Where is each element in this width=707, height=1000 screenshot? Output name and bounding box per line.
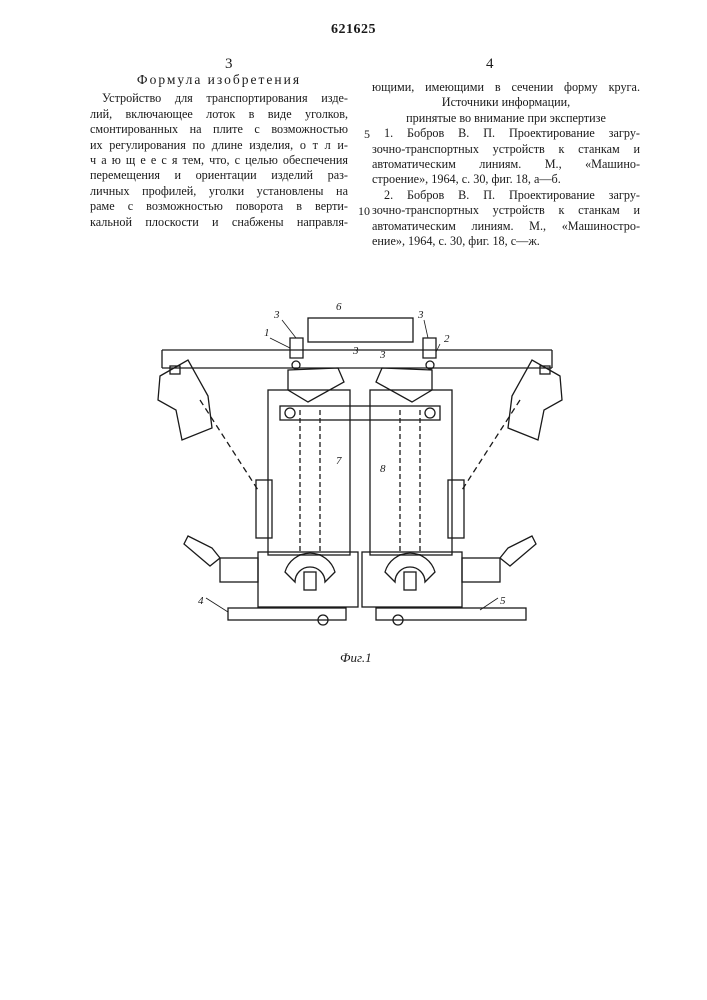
reference-line: 2. Бобров В. П. Проектирование загру- [372, 188, 640, 203]
claim-line: их регулирования по длине изделия, о т л… [90, 138, 348, 153]
column-number-right: 4 [486, 56, 494, 73]
sources-subheading: принятые во внимание при экспертизе [372, 111, 640, 126]
left-inner-tray [288, 368, 344, 402]
base-plate-5 [376, 608, 526, 620]
right-lever-handle [500, 536, 536, 566]
line-number-5: 5 [364, 127, 370, 142]
reference-line: зочно-транспортных устройств к станкам и [372, 203, 640, 218]
technical-drawing: 3 1 3 3 3 2 6 7 8 4 5 Фиг.1 [140, 290, 580, 675]
claim-line: раме с возможностью поворота в верти- [90, 199, 348, 214]
left-outer-tray [158, 360, 212, 440]
label-5: 5 [500, 595, 506, 607]
right-clamp [448, 480, 464, 538]
claim-line: смонтированных на плите с возможностью [90, 122, 348, 137]
column-number-left: 3 [225, 56, 233, 73]
connecting-plate [280, 406, 440, 420]
plate-pin-right [425, 408, 435, 418]
right-dial [385, 553, 435, 582]
reference-line: автоматическим линиям. М., «Машино- [372, 157, 640, 172]
patent-number: 621625 [0, 22, 707, 38]
sources-heading: Источники информации, [372, 95, 640, 110]
label-3-mid-right: 3 [379, 349, 386, 361]
left-column: Формула изобретения Устройство для транс… [90, 72, 348, 230]
label-7: 7 [336, 455, 342, 467]
leader-1 [270, 338, 290, 348]
claim-line: личных профилей, уголки установлены на [90, 184, 348, 199]
claim-line: кальной плоскости и снабжены направля- [90, 215, 348, 230]
left-base [258, 552, 358, 607]
right-swing-path [462, 400, 520, 490]
leader-4 [206, 598, 228, 612]
right-base [362, 552, 462, 607]
leader-3-right [424, 320, 428, 338]
leader-3-left [282, 320, 296, 338]
label-8: 8 [380, 463, 386, 475]
claim-line: Устройство для транспортирования изде- [90, 91, 348, 106]
left-swing-path [200, 400, 258, 490]
reference-line: строение», 1964, с. 30, фиг. 18, а—б. [372, 172, 640, 187]
right-outer-tray [508, 360, 562, 440]
left-handle-housing [220, 558, 258, 582]
label-3-top-right: 3 [417, 309, 424, 321]
left-lever-handle [184, 536, 220, 566]
label-6: 6 [336, 301, 342, 313]
claim-line: перемещения и ориентации изделий раз- [90, 168, 348, 183]
right-guide [423, 338, 436, 358]
left-dial-pointer [304, 572, 316, 590]
right-handle-housing [462, 558, 500, 582]
claims-heading: Формула изобретения [90, 72, 348, 87]
right-column: ющими, имеющими в сечении форму круга. И… [372, 80, 640, 249]
left-dial [285, 553, 335, 582]
label-2: 2 [444, 333, 450, 345]
product-6 [308, 318, 413, 342]
reference-line: зочно-транспортных устройств к станкам и [372, 142, 640, 157]
right-inner-tray [376, 368, 432, 402]
claim-line: лий, включающее лоток в виде уголков, [90, 107, 348, 122]
reference-line: автоматическим линиям. М., «Машиностро- [372, 219, 640, 234]
left-guide [290, 338, 303, 358]
right-dial-pointer [404, 572, 416, 590]
claim-line: ч а ю щ е е с я тем, что, с целью обеспе… [90, 153, 348, 168]
figure-caption: Фиг.1 [340, 650, 372, 665]
plate-pin-left [285, 408, 295, 418]
reference-line: ение», 1964, с. 30, фиг. 18, с—ж. [372, 234, 640, 249]
label-3-mid-left: 3 [352, 345, 359, 357]
label-3-top-left: 3 [273, 309, 280, 321]
reference-line: 1. Бобров В. П. Проектирование загру- [372, 126, 640, 141]
label-1: 1 [264, 327, 270, 339]
line-number-10: 10 [358, 204, 370, 219]
label-4: 4 [198, 595, 204, 607]
claim-continuation: ющими, имеющими в сечении форму круга. [372, 80, 640, 95]
left-clamp [256, 480, 272, 538]
